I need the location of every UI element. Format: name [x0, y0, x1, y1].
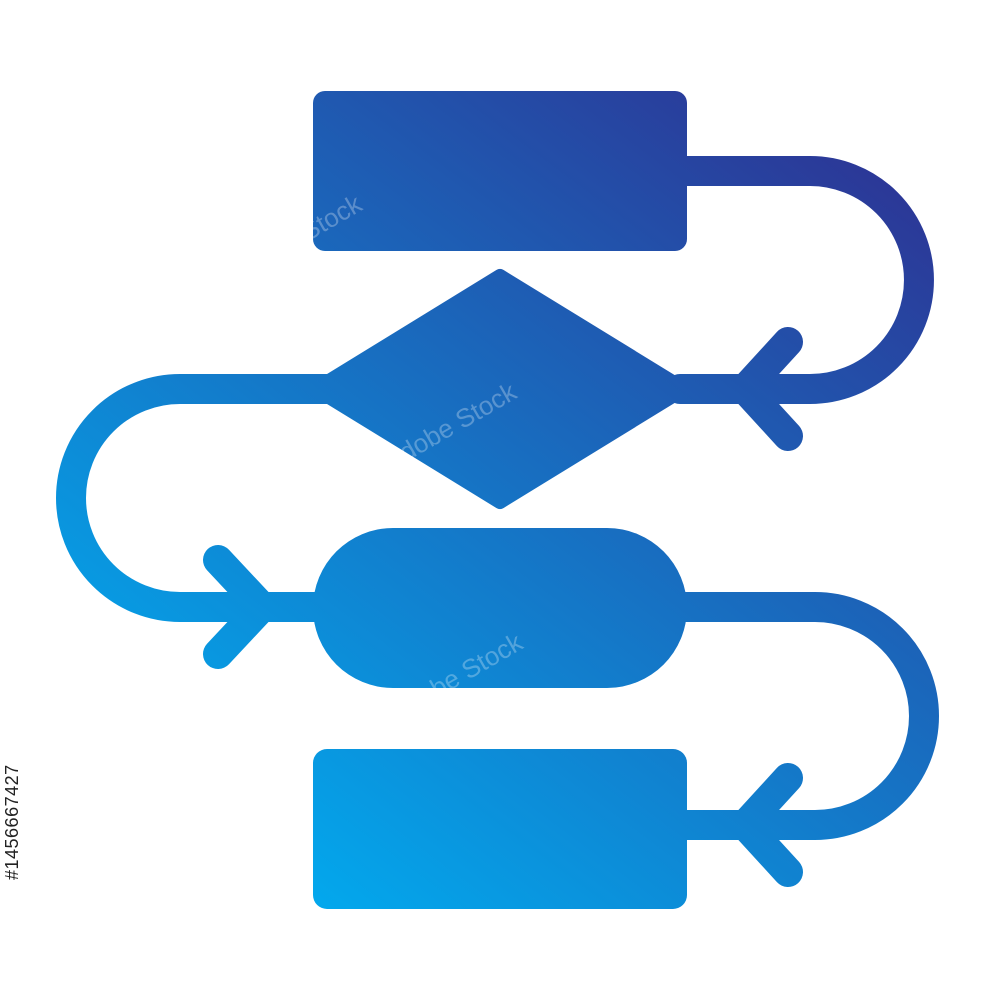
stock-id-label: #1456667427	[2, 764, 22, 880]
connector-diamond-to-pill	[56, 374, 345, 622]
arrow-right-icon	[203, 545, 277, 669]
connector-pill-to-bottom	[665, 592, 939, 840]
decision-diamond	[309, 269, 691, 509]
terminal-pill	[313, 528, 687, 688]
connector-top-to-diamond	[665, 156, 934, 404]
process-box-top	[313, 91, 687, 251]
arrow-left-icon	[730, 763, 803, 887]
process-box-bottom	[313, 749, 687, 909]
arrow-left-icon	[730, 327, 803, 451]
